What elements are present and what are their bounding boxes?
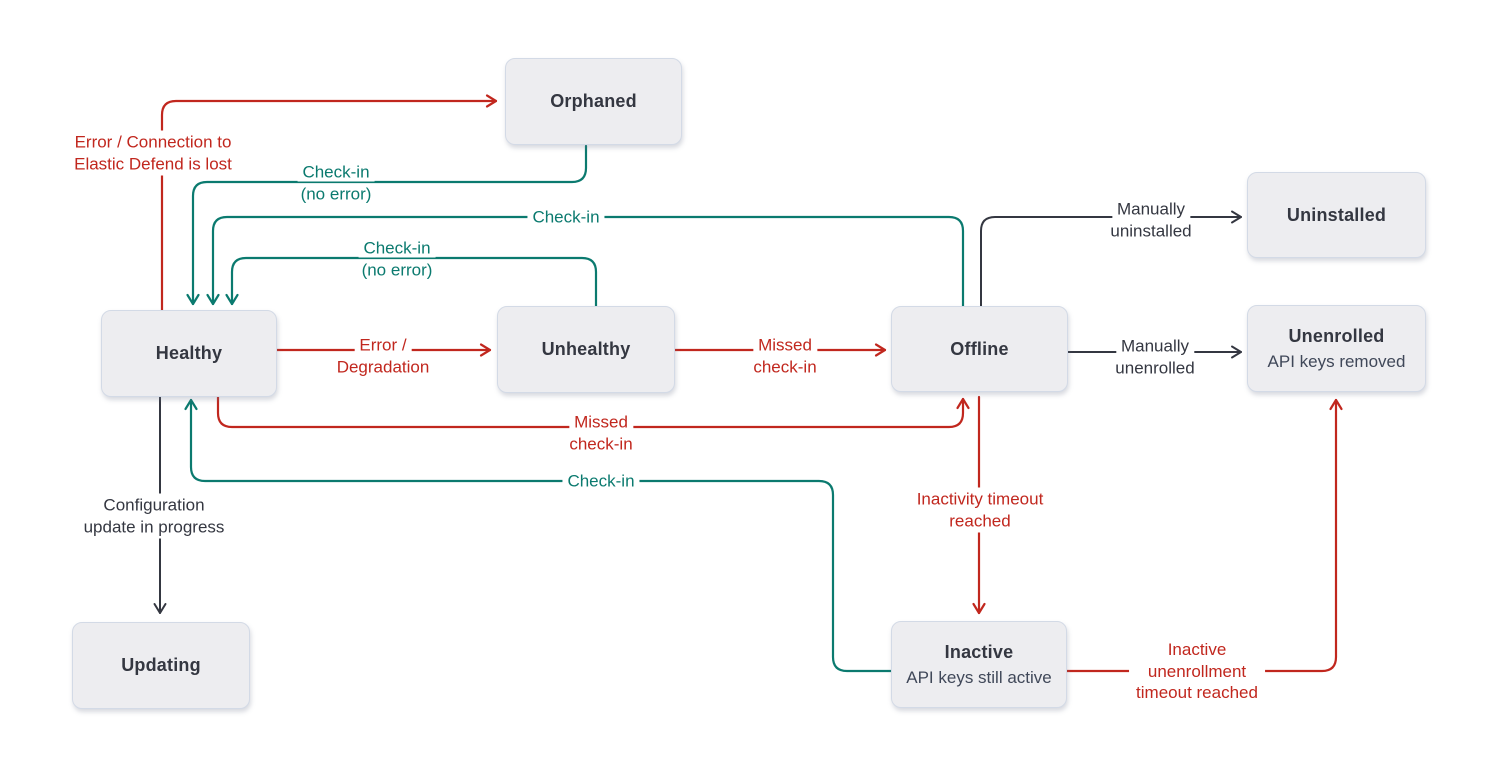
edge-checkin-offline-healthy xyxy=(206,215,965,308)
edge-label-configuration: Configuration update in progress xyxy=(76,493,232,539)
node-unhealthy: Unhealthy xyxy=(497,306,675,393)
edge-label-row: uninstalled xyxy=(1105,221,1197,240)
edge-label-row: Missed xyxy=(569,412,633,432)
edge-label-row: Inactivity timeout xyxy=(916,489,1044,509)
node-inactive: Inactive API keys still active xyxy=(891,621,1067,708)
edge-label-row: Check-in xyxy=(297,162,375,182)
edge-inactive-unenrollment xyxy=(1065,398,1343,673)
node-uninstalled: Uninstalled xyxy=(1247,172,1426,258)
node-title: Healthy xyxy=(155,343,223,363)
node-title: Unhealthy xyxy=(541,339,631,359)
edge-label-checkin-offline: Check-in xyxy=(527,206,605,228)
edge-label-row: Inactive xyxy=(1167,639,1227,659)
node-updating: Updating xyxy=(72,622,250,709)
edge-label-row: Configuration xyxy=(103,495,205,515)
edge-label-row: unenrollment xyxy=(1147,661,1247,681)
edge-label-checkin-orphaned: Check-in (no error) xyxy=(295,162,377,205)
edge-checkin-inactive-healthy xyxy=(184,398,893,673)
edge-label-missed-checkin-unhealthy: Missed check-in xyxy=(748,335,822,378)
edge-label-row: (no error) xyxy=(295,184,377,203)
edge-label-row: timeout reached xyxy=(1136,682,1258,702)
node-offline: Offline xyxy=(891,306,1068,392)
edge-label-checkin-inactive: Check-in xyxy=(562,470,640,492)
edge-label-row: Check-in xyxy=(527,207,605,227)
node-title: Inactive xyxy=(944,641,1014,662)
node-title: Orphaned xyxy=(550,91,637,111)
edge-label-missed-checkin-healthy: Missed check-in xyxy=(564,412,638,455)
node-subtitle: API keys removed xyxy=(1267,351,1406,371)
edge-label-inactivity-timeout: Inactivity timeout reached xyxy=(909,487,1051,533)
edge-label-row: Error / Connection to xyxy=(74,132,232,152)
node-subtitle: API keys still active xyxy=(906,667,1052,687)
node-title: Uninstalled xyxy=(1286,204,1387,225)
edge-label-inactive-unenrollment: Inactive unenrollment timeout reached xyxy=(1129,637,1265,705)
edge-label-row: Check-in xyxy=(562,471,640,491)
edge-checkin-unhealthy-healthy xyxy=(225,256,598,308)
edge-label-row: (no error) xyxy=(356,260,438,279)
edge-label-row: Degradation xyxy=(331,357,435,376)
edge-label-row: Error / xyxy=(354,335,412,355)
edge-label-row: Check-in xyxy=(358,238,436,258)
edge-label-row: check-in xyxy=(564,434,638,453)
edge-error-connection xyxy=(160,94,498,312)
edge-label-error-degradation: Error / Degradation xyxy=(331,335,435,378)
edge-label-checkin-unhealthy: Check-in (no error) xyxy=(356,238,438,281)
edge-label-row: Manually xyxy=(1115,336,1195,356)
edge-label-row: update in progress xyxy=(83,517,225,536)
edge-label-manually-uninstalled: Manually uninstalled xyxy=(1105,199,1197,242)
edge-checkin-orphaned-healthy xyxy=(186,144,588,306)
edge-label-error-connection: Error / Connection to Elastic Defend is … xyxy=(67,130,239,176)
edge-label-row: Elastic Defend is lost xyxy=(74,154,232,173)
edge-label-row: unenrolled xyxy=(1110,358,1200,377)
node-orphaned: Orphaned xyxy=(505,58,682,145)
edge-label-manually-unenrolled: Manually unenrolled xyxy=(1110,336,1200,379)
edge-label-row: Missed xyxy=(753,335,817,355)
edge-label-row: Manually xyxy=(1111,199,1191,219)
node-title: Offline xyxy=(950,338,1009,359)
node-title: Unenrolled xyxy=(1288,325,1385,346)
edge-manually-uninstalled xyxy=(980,210,1242,307)
edge-label-row: check-in xyxy=(748,357,822,376)
node-title: Updating xyxy=(121,655,201,675)
node-unenrolled: Unenrolled API keys removed xyxy=(1247,305,1426,392)
edge-label-row: reached xyxy=(949,511,1011,530)
node-healthy: Healthy xyxy=(101,310,277,397)
